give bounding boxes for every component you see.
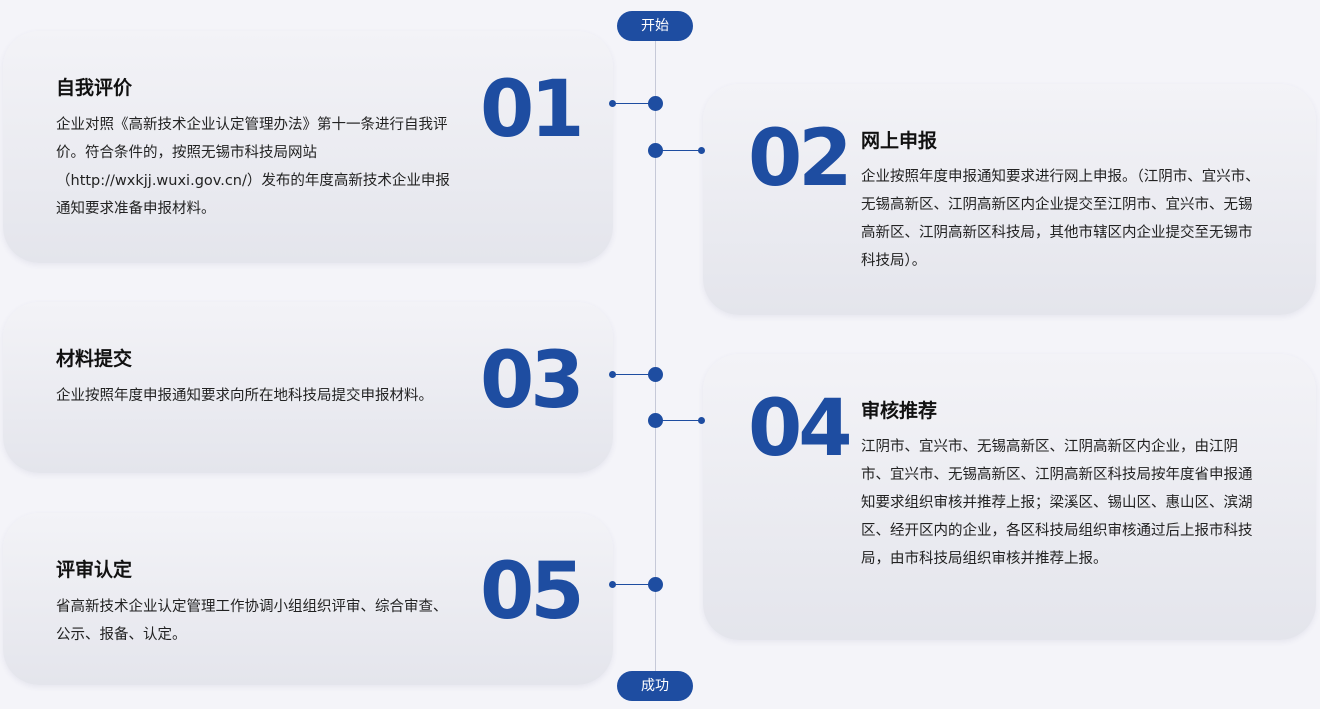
step-description-02: 企业按照年度申报通知要求进行网上申报。（江阴市、宜兴市、无锡高新区、江阴高新区内… [861,169,1260,269]
step-card-03: 材料提交 企业按照年度申报通知要求向所在地科技局提交申报材料。 03 [3,302,613,473]
connector-line-04 [656,420,700,421]
step-title-04: 审核推荐 [861,400,938,422]
connector-dot-01 [609,100,616,107]
timeline-node-04 [648,413,663,428]
connector-dot-03 [609,371,616,378]
timeline-node-05 [648,577,663,592]
timeline-node-01 [648,96,663,111]
step-number-05: 05 [480,547,585,637]
connector-line-02 [656,150,700,151]
connector-line-01 [613,103,655,104]
step-card-05: 评审认定 省高新技术企业认定管理工作协调小组组织评审、综合审查、公示、报备、认定… [3,513,613,685]
step-number-01: 01 [480,65,585,155]
step-card-01: 自我评价 企业对照《高新技术企业认定管理办法》第十一条进行自我评价。符合条件的，… [3,31,613,263]
timeline-axis [655,30,656,690]
step-number-03: 03 [480,336,585,426]
step-card-02: 网上申报 企业按照年度申报通知要求进行网上申报。（江阴市、宜兴市、无锡高新区、江… [703,84,1316,315]
step-description-04: 江阴市、宜兴市、无锡高新区、江阴高新区内企业，由江阴市、宜兴市、无锡高新区、江阴… [861,439,1253,567]
step-number-02: 02 [748,114,853,204]
step-title-05: 评审认定 [56,559,133,581]
step-title-02: 网上申报 [861,130,938,152]
step-card-04: 审核推荐 江阴市、宜兴市、无锡高新区、江阴高新区内企业，由江阴市、宜兴市、无锡高… [703,354,1316,640]
end-badge: 成功 [617,671,693,701]
step-description-05: 省高新技术企业认定管理工作协调小组组织评审、综合审查、公示、报备、认定。 [56,599,448,643]
connector-line-05 [613,584,655,585]
step-title-03: 材料提交 [56,348,133,370]
connector-dot-04 [698,417,705,424]
timeline-node-03 [648,367,663,382]
connector-dot-02 [698,147,705,154]
start-badge: 开始 [617,11,693,41]
connector-dot-05 [609,581,616,588]
step-title-01: 自我评价 [56,77,133,99]
connector-line-03 [613,374,655,375]
step-description-01: 企业对照《高新技术企业认定管理办法》第十一条进行自我评价。符合条件的，按照无锡市… [56,117,450,217]
timeline-node-02 [648,143,663,158]
step-number-04: 04 [748,384,853,474]
step-description-03: 企业按照年度申报通知要求向所在地科技局提交申报材料。 [56,388,433,404]
